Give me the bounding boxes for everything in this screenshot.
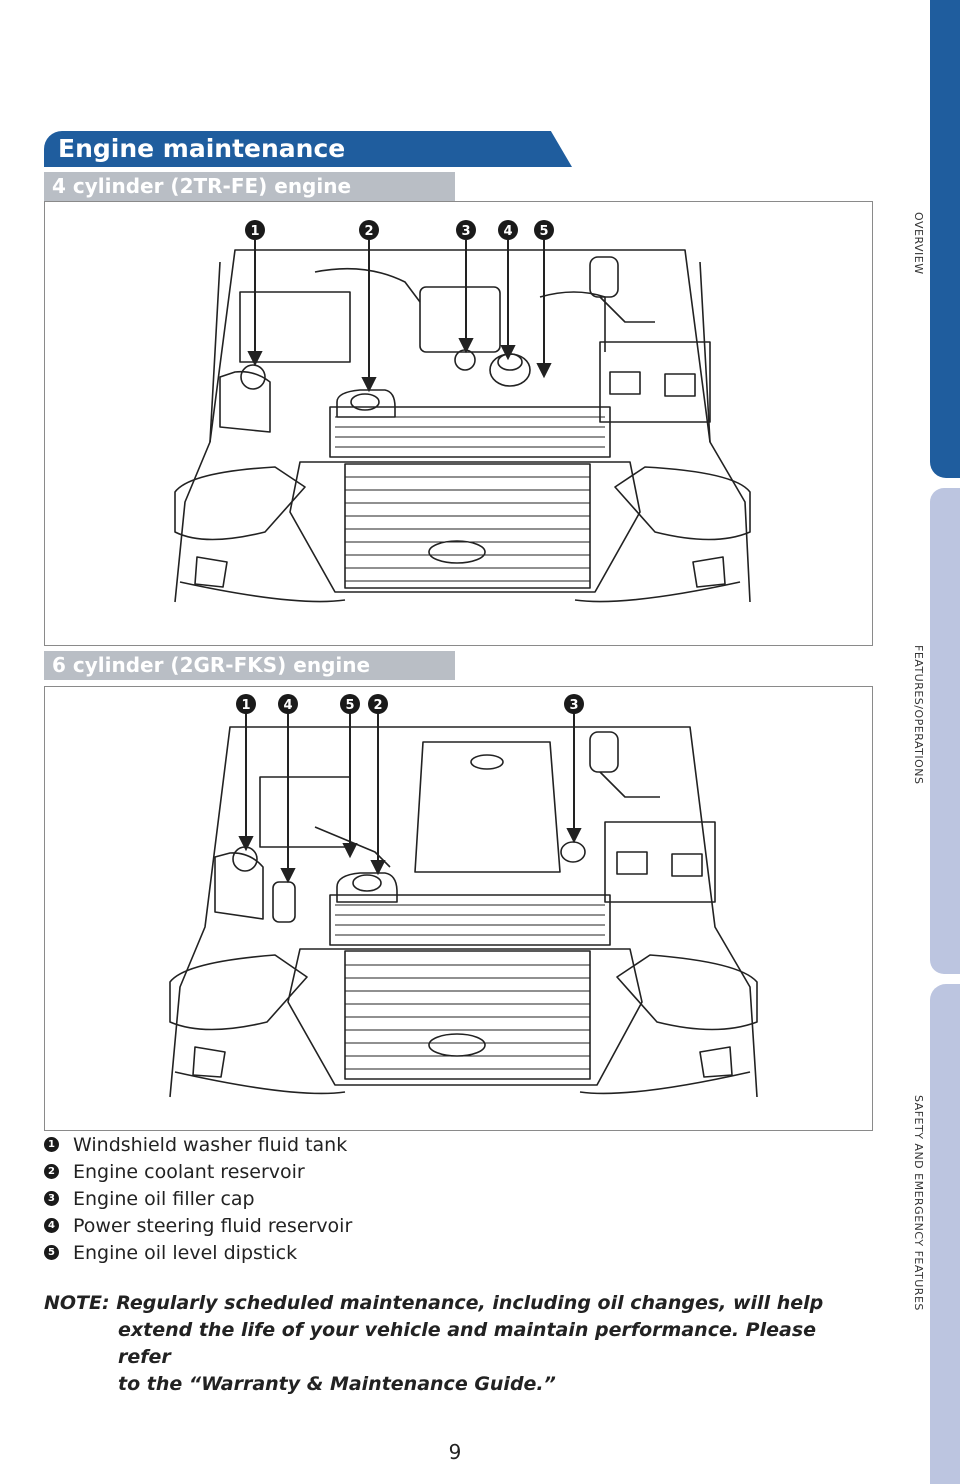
svg-text:3: 3 bbox=[569, 698, 578, 713]
subheading-banner-4cyl bbox=[44, 172, 455, 201]
side-tab-features[interactable] bbox=[930, 488, 960, 974]
svg-text:2: 2 bbox=[373, 698, 382, 713]
side-tab-overview[interactable] bbox=[930, 0, 960, 478]
note-label: NOTE: bbox=[44, 1292, 110, 1314]
side-label-features[interactable]: FEATURES/OPERATIONS bbox=[912, 645, 925, 785]
legend-item: 1 Windshield washer fluid tank bbox=[44, 1131, 744, 1158]
svg-text:1: 1 bbox=[241, 698, 250, 713]
legend-number-badge: 1 bbox=[44, 1137, 59, 1152]
subheading-6cyl: 6 cylinder (2GR-FKS) engine bbox=[52, 653, 371, 677]
engine-illustration-4cyl: 1 2 3 4 5 bbox=[174, 220, 751, 603]
legend-item: 3 Engine oil filler cap bbox=[44, 1185, 744, 1212]
svg-text:5: 5 bbox=[345, 698, 354, 713]
legend-text: Engine oil level dipstick bbox=[73, 1241, 298, 1264]
legend-number-badge: 5 bbox=[44, 1245, 59, 1260]
svg-text:3: 3 bbox=[461, 224, 470, 239]
callout-markers-4cyl: 1 2 3 4 5 bbox=[245, 220, 554, 240]
side-tab-safety[interactable] bbox=[930, 984, 960, 1484]
svg-text:4: 4 bbox=[503, 224, 512, 239]
svg-text:5: 5 bbox=[539, 224, 548, 239]
page-number: 9 bbox=[448, 1440, 462, 1464]
engine-illustration-6cyl: 1 4 5 2 3 bbox=[169, 694, 758, 1098]
legend-item: 4 Power steering fluid reservoir bbox=[44, 1212, 744, 1239]
note-line-1: Regularly scheduled maintenance, includi… bbox=[116, 1292, 824, 1314]
side-label-overview[interactable]: OVERVIEW bbox=[912, 212, 925, 275]
page-title: Engine maintenance bbox=[58, 134, 346, 163]
note-line-3: to the “Warranty & Maintenance Guide.” bbox=[118, 1373, 556, 1395]
legend-number-badge: 4 bbox=[44, 1218, 59, 1233]
legend-text: Power steering fluid reservoir bbox=[73, 1214, 353, 1237]
note-line-2: extend the life of your vehicle and main… bbox=[118, 1319, 817, 1368]
svg-text:1: 1 bbox=[250, 224, 259, 239]
legend-item: 2 Engine coolant reservoir bbox=[44, 1158, 744, 1185]
svg-text:2: 2 bbox=[364, 224, 373, 239]
legend-number-badge: 3 bbox=[44, 1191, 59, 1206]
svg-text:4: 4 bbox=[283, 698, 292, 713]
side-label-safety[interactable]: SAFETY AND EMERGENCY FEATURES bbox=[912, 1095, 925, 1311]
section-banner bbox=[44, 131, 572, 167]
engine-diagram-6cyl: 1 4 5 2 3 bbox=[44, 686, 873, 1131]
legend-text: Windshield washer fluid tank bbox=[73, 1133, 348, 1156]
legend-item: 5 Engine oil level dipstick bbox=[44, 1239, 744, 1266]
subheading-banner-6cyl bbox=[44, 651, 455, 680]
callout-markers-6cyl: 1 4 5 2 3 bbox=[236, 694, 584, 714]
engine-diagram-4cyl: 1 2 3 4 5 bbox=[44, 201, 873, 646]
subheading-4cyl: 4 cylinder (2TR-FE) engine bbox=[52, 174, 352, 198]
maintenance-note: NOTE: Regularly scheduled maintenance, i… bbox=[44, 1290, 864, 1398]
legend-text: Engine oil filler cap bbox=[73, 1187, 255, 1210]
legend-number-badge: 2 bbox=[44, 1164, 59, 1179]
legend-text: Engine coolant reservoir bbox=[73, 1160, 305, 1183]
legend: 1 Windshield washer fluid tank 2 Engine … bbox=[44, 1131, 744, 1266]
